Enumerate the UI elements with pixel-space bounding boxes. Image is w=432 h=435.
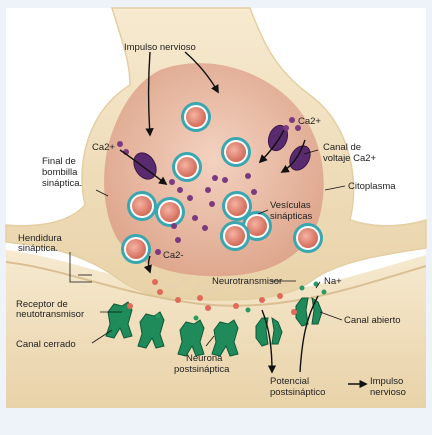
vesicle	[293, 223, 323, 253]
label-canal-voltaje-1: Canal de	[323, 142, 361, 153]
vesicle	[155, 197, 185, 227]
label-impulso-out-1: Impulso	[370, 376, 403, 387]
label-final-bombilla-3: sináptica.	[42, 178, 82, 189]
label-potencial-1: Potencial	[270, 376, 309, 387]
vesicle	[181, 102, 211, 132]
vesicle	[127, 191, 157, 221]
label-ca2-right: Ca2+	[298, 116, 321, 127]
label-na-plus: Na+	[324, 276, 342, 287]
vesicle	[220, 221, 250, 251]
label-ca2-minus: Ca2-	[163, 250, 184, 261]
vesicle	[172, 152, 202, 182]
label-impulso-out-2: nervioso	[370, 387, 406, 398]
label-impulso-nervioso: Impulso nervioso	[124, 42, 196, 53]
label-citoplasma: Citoplasma	[348, 181, 396, 192]
label-final-bombilla-1: Final de	[42, 156, 76, 167]
label-potencial-2: postsináptico	[270, 387, 325, 398]
label-canal-voltaje-2: voltaje Ca2+	[323, 153, 377, 164]
label-canal-cerrado: Canal cerrado	[16, 339, 76, 350]
vesicle	[221, 137, 251, 167]
label-canal-abierto: Canal abierto	[344, 315, 401, 326]
label-vesiculas-2: sinápticas	[270, 211, 312, 222]
vesicle	[121, 234, 151, 264]
label-neurona-2: postsináptica	[174, 364, 230, 375]
label-neurotransmisor: Neurotransmisor	[212, 276, 282, 287]
label-neurona-1: Neurona	[186, 353, 223, 364]
label-ca2-left: Ca2+	[92, 142, 115, 153]
label-vesiculas-1: Vesículas	[270, 200, 311, 211]
label-final-bombilla-2: bombilla	[42, 167, 78, 178]
label-hendidura-2: sináptica.	[18, 243, 58, 254]
label-receptor-2: neutotransmisor	[16, 309, 84, 320]
